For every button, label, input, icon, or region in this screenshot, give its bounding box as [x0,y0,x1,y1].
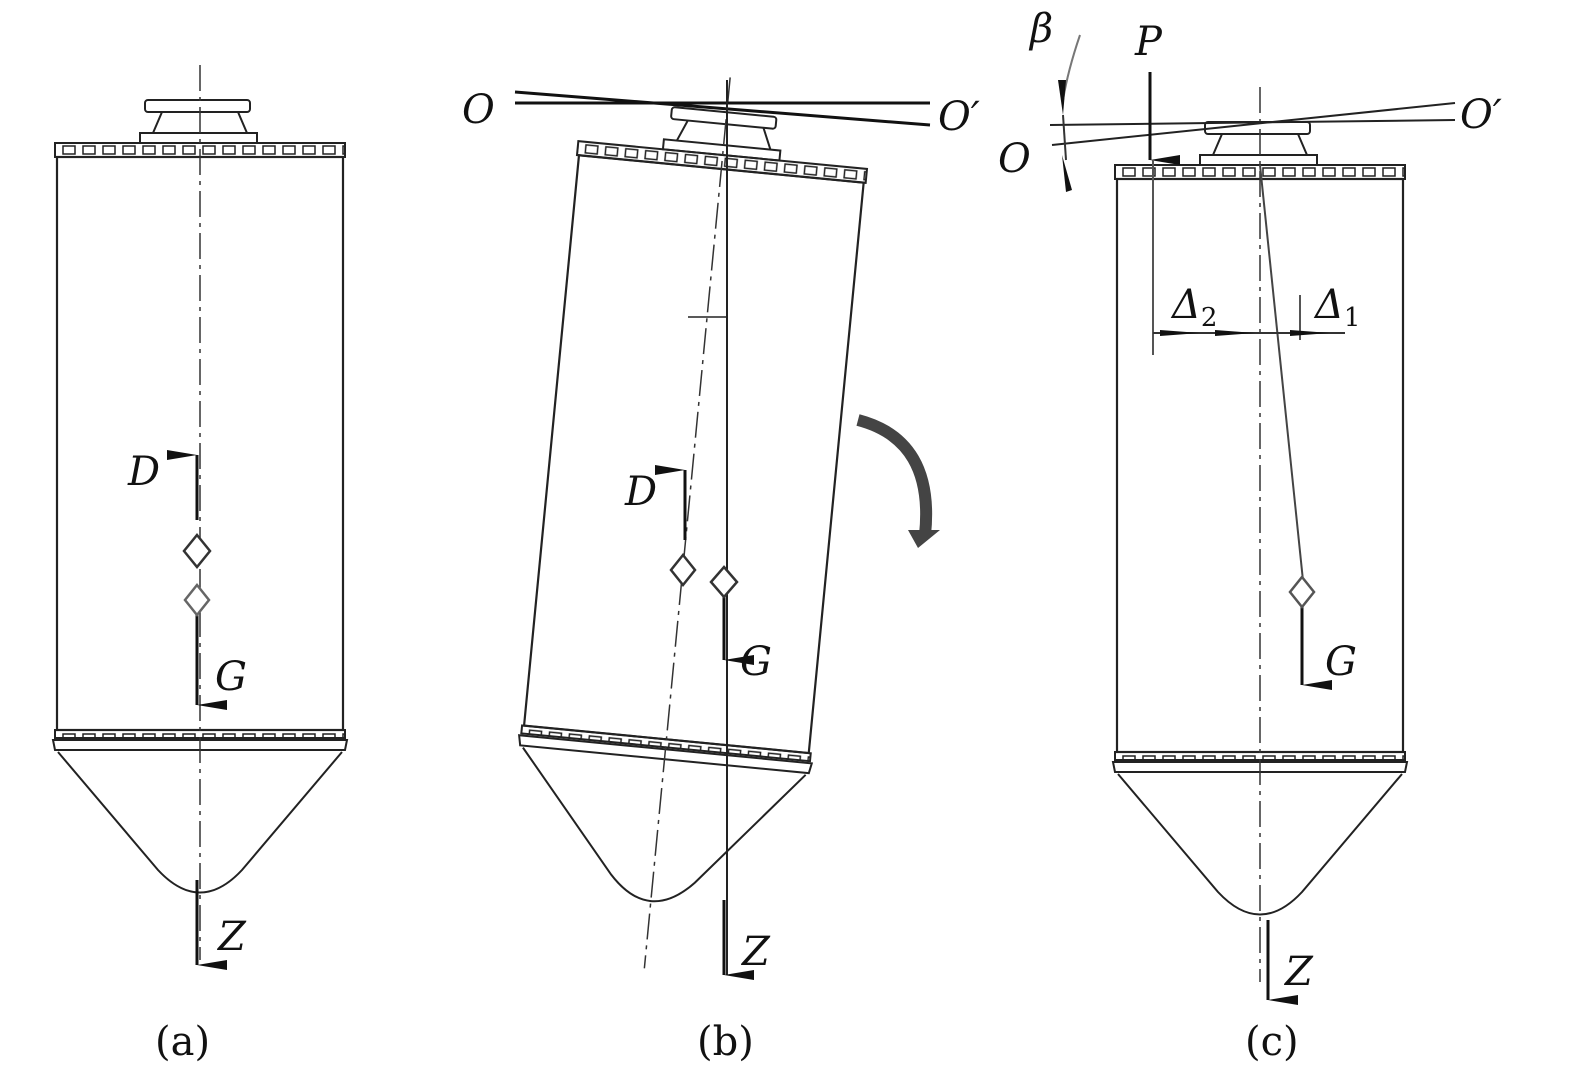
vessel-upright [51,63,349,962]
beta-arrow-top [1058,80,1066,115]
buoyancy-center-marker [669,552,697,588]
panel-b: O O′ D G Z (b) [462,62,980,1065]
label-d: D [624,469,657,515]
line-oo-horizontal [1049,119,1456,126]
caption-b: (b) [697,1019,754,1065]
panel-c: β P O O′ Δ2 Δ1 G Z (c) [998,6,1502,1065]
gravity-center-marker [1288,574,1316,610]
beta-leader [1062,34,1081,101]
buoyancy-center-marker [182,533,212,569]
label-g: G [215,654,247,700]
line-oo-tilted [1051,102,1456,146]
gravity-center-marker [709,565,739,599]
caption-c: (c) [1245,1019,1299,1065]
label-o-prime: O′ [938,94,980,140]
line-oo-tilted [514,90,931,127]
panel-a: D G Z (a) [51,63,349,1065]
label-o: O [462,87,495,133]
gravity-center-marker [183,582,211,618]
vessel-tilted [496,62,878,984]
label-d: D [127,449,160,495]
rotation-arrow-icon [856,414,933,536]
label-delta2: Δ2 [1170,282,1217,333]
label-g: G [740,639,772,685]
label-beta: β [1028,6,1053,52]
tilted-axis [1259,164,1306,601]
caption-a: (a) [155,1019,210,1065]
label-p: P [1134,19,1163,65]
label-o-prime: O′ [1460,92,1502,138]
rotation-arrowhead [908,530,940,548]
label-o: O [998,136,1031,182]
dimension-arrowheads [1160,330,1330,336]
vessel-upright-offset [1111,85,1409,984]
beta-arrow-bottom [1062,155,1072,192]
label-delta1: Δ1 [1313,282,1360,333]
beta-arc [1062,114,1067,161]
label-z: Z [216,914,247,960]
label-z: Z [740,929,771,975]
label-z: Z [1283,949,1314,995]
label-g: G [1325,639,1357,685]
